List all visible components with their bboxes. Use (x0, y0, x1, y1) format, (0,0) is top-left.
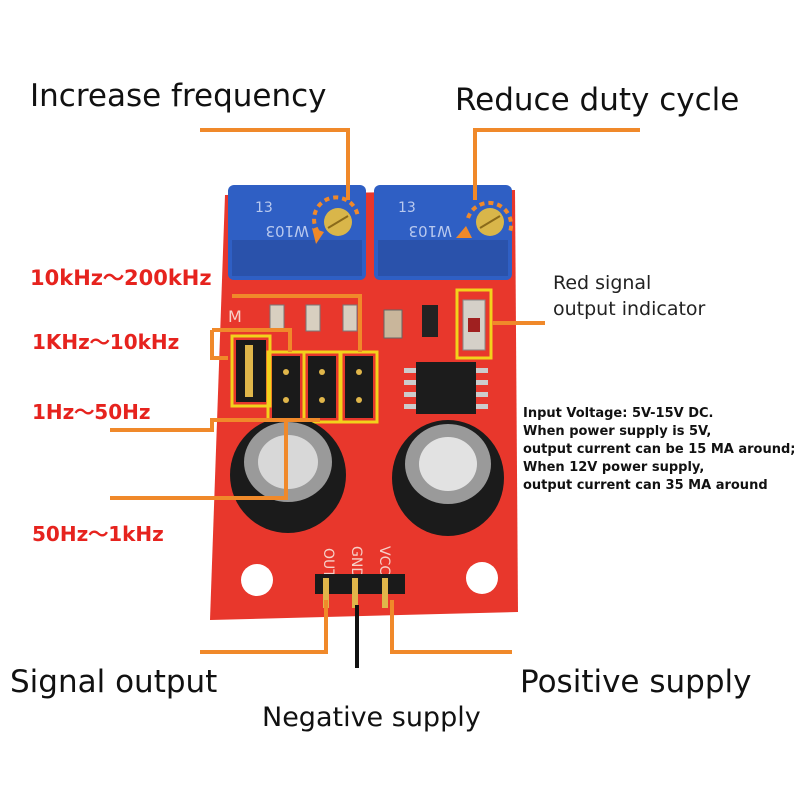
pot-left-number: 13 (255, 200, 273, 216)
rotate-arrow-left-icon (312, 195, 360, 234)
indicator-line-2: output indicator (553, 298, 706, 320)
potentiometer-duty: 13 W103 (374, 185, 512, 280)
label-negative-supply: Negative supply (262, 702, 481, 733)
spec-line: output current can 35 MA around (523, 478, 768, 493)
smd-components (269, 299, 486, 351)
silk-vcc: VCC (376, 546, 392, 575)
spec-line: Input Voltage: 5V-15V DC. (523, 406, 714, 421)
label-range-1-50: 1Hz～50Hz (32, 400, 151, 424)
silk-out: OUT (320, 548, 336, 578)
potentiometer-frequency: 13 W103 (228, 185, 366, 280)
indicator-line-1: Red signal (553, 272, 652, 294)
jumper-headers (236, 340, 373, 418)
label-positive-supply: Positive supply (520, 664, 752, 700)
pot-right-number: 13 (398, 200, 416, 216)
label-reduce-duty-cycle: Reduce duty cycle (455, 82, 740, 118)
spec-line: output current can be 15 MA around; (523, 442, 796, 457)
label-range-50-1k: 50Hz～1kHz (32, 522, 164, 546)
label-range-1k-10k: 1KHz～10kHz (32, 330, 180, 354)
capacitor-right (392, 420, 504, 536)
label-indicator: Red signal output indicator (553, 270, 705, 322)
label-signal-output: Signal output (10, 664, 218, 700)
mount-hole-left (241, 564, 273, 596)
indicator-highlight-box (455, 288, 493, 360)
mount-hole-right (466, 562, 498, 594)
silk-mode: M (228, 307, 242, 326)
silk-gnd: GND (348, 546, 364, 578)
spec-line: When power supply is 5V, (523, 424, 712, 439)
pin-header (315, 574, 405, 668)
label-increase-frequency: Increase frequency (30, 78, 327, 114)
pot-left-code: W103 (266, 222, 309, 240)
spec-line: When 12V power supply, (523, 460, 705, 475)
spec-block: Input Voltage: 5V-15V DC. When power sup… (523, 405, 795, 495)
ic-chip (404, 362, 488, 414)
pot-right-code: W103 (409, 222, 452, 240)
label-range-10k-200k: 10kHz～200kHz (30, 266, 212, 290)
callout-lines (110, 128, 640, 654)
